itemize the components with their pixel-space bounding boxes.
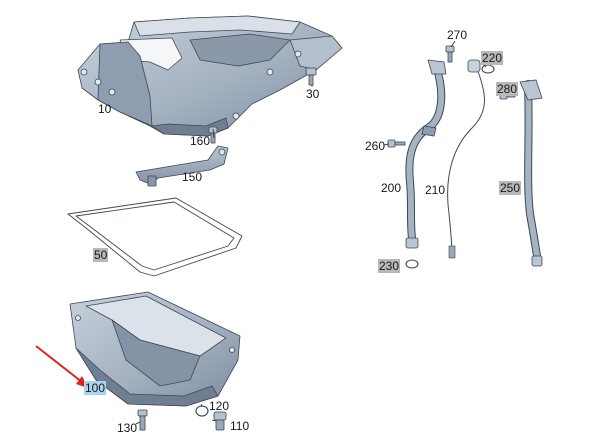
bolt-part-30	[305, 67, 317, 86]
label-part-270: 270	[447, 28, 468, 42]
dipstick-guide-tube-part-200	[405, 59, 447, 249]
guide-tube-part-250	[519, 79, 543, 267]
label-part-210: 210	[425, 183, 446, 197]
bolt-part-270	[445, 45, 455, 63]
lower-oil-pan-part-100	[69, 291, 241, 407]
gasket-part-50	[67, 197, 243, 277]
drain-plug-part-110	[213, 411, 227, 431]
bolt-part-130	[137, 409, 148, 431]
dipstick-part-210	[447, 59, 485, 259]
leader-lines	[135, 40, 487, 425]
label-part-120: 120	[209, 399, 230, 413]
label-part-260: 260	[365, 139, 386, 153]
label-part-100: 100	[84, 381, 107, 395]
label-part-200: 200	[381, 181, 402, 195]
label-part-10: 10	[98, 102, 112, 116]
label-part-250: 250	[499, 181, 522, 195]
bolt-part-260	[387, 139, 406, 148]
label-part-230: 230	[378, 259, 401, 273]
label-part-160: 160	[190, 134, 211, 148]
label-part-130: 130	[117, 421, 138, 435]
label-part-280: 280	[496, 82, 519, 96]
label-part-30: 30	[306, 87, 320, 101]
oil-pickup-tube-part-150	[135, 145, 229, 187]
label-part-220: 220	[481, 51, 504, 65]
label-part-110: 110	[230, 419, 250, 433]
label-part-50: 50	[93, 248, 109, 262]
o-ring-part-230	[405, 259, 419, 269]
label-part-150: 150	[182, 170, 203, 184]
o-ring-part-220	[481, 64, 495, 74]
upper-oil-pan-part-10	[77, 15, 343, 137]
sealing-ring-part-120	[195, 405, 209, 417]
